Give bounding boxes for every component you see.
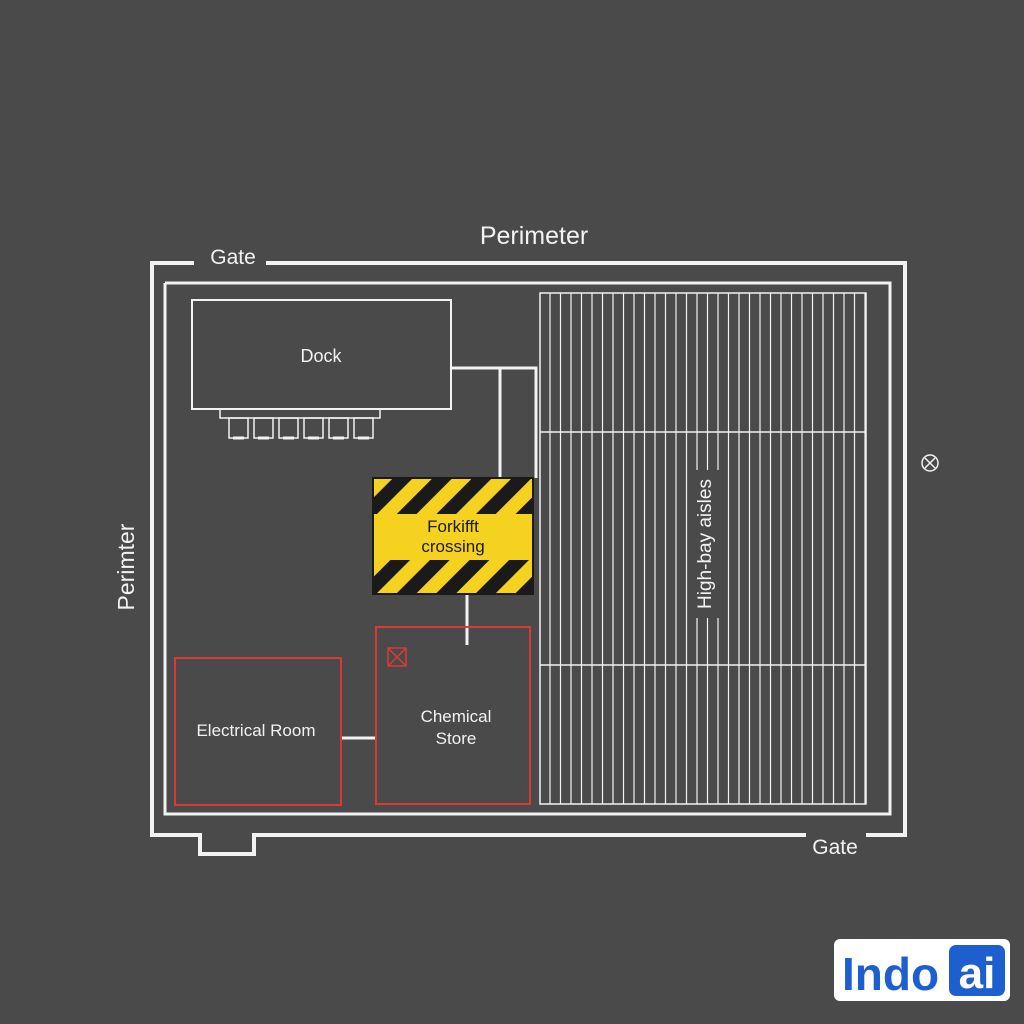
- forklift-label-line2: crossing: [421, 537, 484, 556]
- gate-label-top: Gate: [210, 246, 256, 269]
- indoai-logo: Indo ai: [834, 939, 1010, 1001]
- forklift-label-line1: Forkifft: [427, 517, 479, 536]
- dock-door: [353, 417, 374, 439]
- chemical-store: Chemical Store: [375, 626, 531, 805]
- forklift-crossing-sign: Forkifft crossing: [372, 477, 534, 595]
- high-bay-aisles: High-bay aisles: [539, 292, 867, 805]
- dock-door: [253, 417, 274, 439]
- square-x-icon: [387, 647, 407, 667]
- electrical-room-label: Electrical Room: [196, 721, 315, 740]
- perimeter-title-top: Perimeter: [480, 222, 588, 250]
- perimeter-title-left: Perimter: [113, 523, 139, 610]
- chemical-store-label-line1: Chemical: [421, 707, 492, 726]
- dock-door: [228, 417, 249, 439]
- outer-perimeter: [150, 261, 907, 856]
- logo-text-ai: ai: [959, 949, 996, 998]
- dock-label: Dock: [300, 346, 342, 366]
- dock-area: Dock: [191, 299, 452, 440]
- high-bay-label: High-bay aisles: [695, 479, 716, 609]
- chemical-store-label-line2: Store: [436, 729, 477, 748]
- dock-door: [328, 417, 349, 439]
- inner-boundary: [163, 281, 892, 816]
- gate-label-bottom: Gate: [812, 836, 858, 859]
- electrical-room: Electrical Room: [174, 657, 342, 806]
- dock-door: [303, 417, 324, 439]
- logo-text-indo: Indo: [842, 948, 939, 1000]
- connector-lines: [341, 366, 538, 740]
- dock-door: [278, 417, 299, 439]
- dock-doors: [228, 417, 374, 440]
- circle-x-icon: [921, 454, 939, 472]
